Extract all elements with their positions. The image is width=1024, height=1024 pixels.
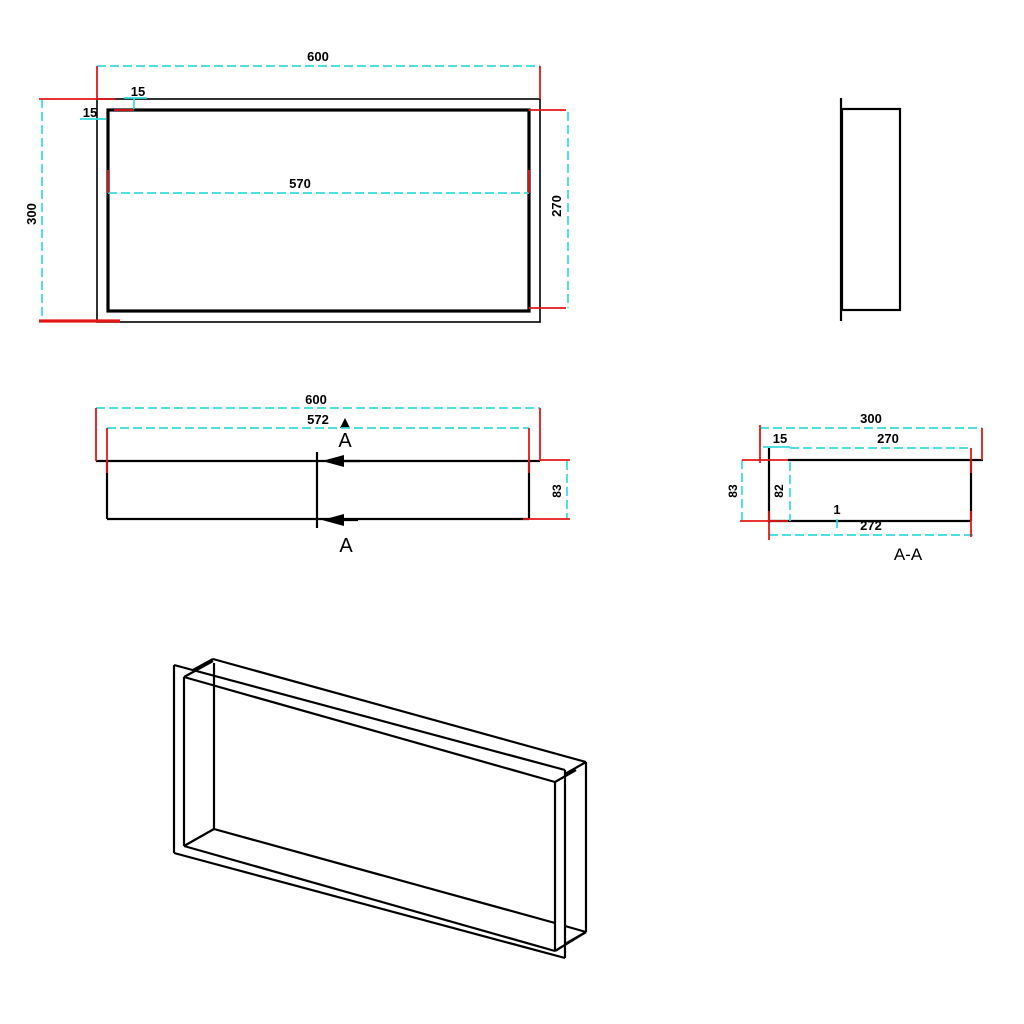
top-view: A A 600 572 83 [95, 392, 570, 557]
front-dim-opening-height: 270 [549, 195, 564, 217]
isometric-view [172, 657, 588, 960]
front-opening-rect [106, 108, 531, 313]
front-dim-opening-width: 570 [289, 176, 311, 191]
section-letter-bottom: A [339, 535, 353, 557]
section-dim-inner-depth: 82 [772, 484, 786, 498]
front-outer-rect [96, 98, 541, 323]
front-dim-height: 300 [24, 203, 39, 225]
side-view [839, 98, 902, 321]
section-arrow-bottom [322, 514, 344, 526]
section-arrow-top [322, 455, 344, 467]
section-title: A-A [894, 545, 923, 564]
section-dim-depth: 83 [726, 484, 740, 498]
section-dim-inner-width: 272 [860, 518, 882, 533]
section-dim-offset: 15 [773, 431, 787, 446]
section-dim-opening: 270 [877, 431, 899, 446]
section-direction-arrow [340, 418, 350, 428]
section-dim-width: 300 [860, 411, 882, 426]
front-dim-offset-top: 15 [131, 84, 145, 99]
front-dim-width: 600 [307, 49, 329, 64]
side-body-rect [840, 107, 902, 312]
front-dim-offset-left: 15 [83, 105, 97, 120]
section-dim-wall: 1 [833, 502, 840, 517]
top-dim-width: 600 [305, 392, 327, 407]
top-dim-body-width: 572 [307, 412, 329, 427]
top-dim-depth: 83 [550, 484, 564, 498]
section-letter-top: A [338, 430, 352, 452]
section-view: 300 270 15 83 82 1 272 A-A [726, 411, 983, 564]
front-view: 600 300 570 270 15 15 [24, 49, 569, 323]
